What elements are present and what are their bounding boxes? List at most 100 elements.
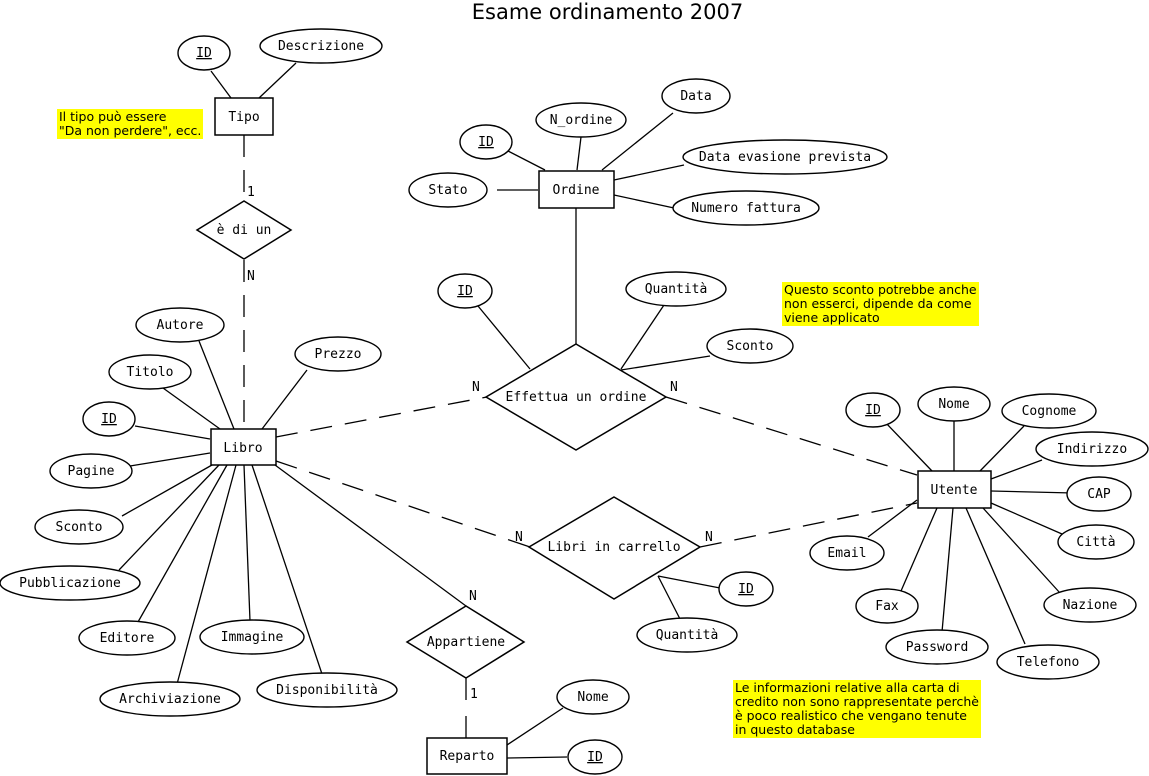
attr-utente-password: Password	[906, 640, 969, 655]
relationship-carrello[interactable]: Libri in carrello	[527, 496, 702, 600]
attr-libro-autore: Autore	[157, 318, 204, 333]
attr-utente-citta: Città	[1076, 535, 1115, 550]
entity-ordine[interactable]: Ordine	[538, 170, 615, 209]
relationship-effettua[interactable]: Effettua un ordine	[484, 343, 668, 451]
attr-utente-id: ID	[865, 403, 881, 418]
attr-libro-disponibilita: Disponibilità	[276, 683, 378, 698]
note-sconto: Questo sconto potrebbe anche non esserci…	[782, 282, 979, 326]
attr-tipo-id: ID	[196, 46, 212, 61]
attr-ordine-stato-shape	[408, 172, 488, 208]
attr-utente-citta-shape	[1057, 524, 1135, 560]
attr-libro-pubblicazione: Pubblicazione	[19, 576, 121, 591]
attr-libro-titolo: Titolo	[127, 365, 174, 380]
attr-libro-prezzo: Prezzo	[315, 347, 362, 362]
relationship-e-di-un[interactable]: è di un	[195, 200, 293, 260]
attr-reparto-nome: Nome	[577, 690, 608, 705]
attr-tipo-descrizione: Descrizione	[278, 39, 364, 54]
entity-tipo-label: Tipo	[228, 110, 259, 125]
note-carta-credito: Le informazioni relative alla carta di c…	[733, 680, 981, 738]
attr-ordine-numero-fattura-shape	[672, 190, 820, 226]
card-appartiene-reparto-one: 1	[470, 687, 478, 702]
attr-utente-indirizzo-shape	[1035, 431, 1149, 467]
attr-utente-cognome-shape	[1001, 393, 1097, 429]
attr-carrello-id-shape	[718, 571, 774, 607]
attr-libro-editore: Editore	[100, 631, 155, 646]
attr-libro-pubblicazione-shape	[0, 565, 141, 601]
attr-ordine-data-evasione-shape	[682, 139, 888, 175]
attr-ordine-n-ordine: N_ordine	[550, 113, 613, 128]
card-carrello-utente-n: N	[705, 530, 713, 545]
attr-effettua-sconto: Sconto	[727, 339, 774, 354]
card-effettua-libro-n: N	[472, 380, 480, 395]
attr-utente-nome-shape	[917, 386, 991, 422]
note-tipo: Il tipo può essere "Da non perdere", ecc…	[57, 109, 204, 139]
attr-libro-disponibilita-shape	[256, 672, 398, 708]
attr-carrello-quantita-shape	[636, 617, 738, 653]
attr-effettua-id: ID	[457, 284, 473, 299]
attr-effettua-quantita: Quantità	[645, 282, 708, 297]
attr-effettua-sconto-shape	[706, 328, 794, 364]
entity-libro-label: Libro	[223, 441, 262, 456]
relationship-appartiene-label: Appartiene	[427, 635, 505, 650]
attr-reparto-nome-shape	[556, 679, 630, 715]
attr-utente-nazione-shape	[1043, 587, 1137, 623]
attr-reparto-id: ID	[587, 750, 603, 765]
attr-libro-id: ID	[101, 412, 117, 427]
relationship-effettua-label: Effettua un ordine	[506, 390, 647, 405]
attr-ordine-id: ID	[478, 135, 494, 150]
attr-carrello-quantita: Quantità	[656, 628, 719, 643]
relationship-e-di-un-label: è di un	[217, 223, 272, 238]
relationship-carrello-label: Libri in carrello	[547, 540, 680, 555]
attr-tipo-descrizione-shape	[259, 28, 383, 64]
card-effettua-utente-n: N	[670, 380, 678, 395]
entity-tipo[interactable]: Tipo	[214, 97, 274, 136]
attr-utente-cognome: Cognome	[1022, 404, 1077, 419]
attr-utente-cap-shape	[1066, 476, 1132, 512]
attr-libro-pagine-shape	[49, 453, 133, 489]
attr-libro-autore-shape	[135, 307, 225, 343]
diagram-title: Esame ordinamento 2007	[471, 0, 744, 24]
attr-utente-fax: Fax	[875, 599, 899, 614]
attr-ordine-data-evasione: Data evasione prevista	[699, 150, 871, 165]
attr-ordine-stato: Stato	[428, 183, 467, 198]
entity-reparto[interactable]: Reparto	[426, 737, 508, 775]
attr-ordine-n-ordine-shape	[535, 102, 627, 138]
attr-utente-fax-shape	[855, 588, 919, 624]
attr-utente-telefono: Telefono	[1017, 655, 1080, 670]
attr-libro-titolo-shape	[108, 354, 192, 390]
entity-utente-label: Utente	[931, 483, 978, 498]
attr-effettua-id-shape	[437, 273, 493, 309]
entity-ordine-label: Ordine	[553, 183, 600, 198]
attr-libro-archiviazione-shape	[99, 681, 241, 717]
attr-libro-editore-shape	[78, 620, 176, 656]
entity-reparto-label: Reparto	[440, 749, 495, 764]
attr-libro-sconto: Sconto	[56, 520, 103, 535]
relationship-appartiene[interactable]: Appartiene	[405, 605, 526, 679]
attr-libro-archiviazione: Archiviazione	[119, 692, 221, 707]
attr-carrello-id: ID	[738, 582, 754, 597]
attr-libro-prezzo-shape	[294, 336, 382, 372]
attr-utente-nome: Nome	[938, 397, 969, 412]
attr-libro-immagine: Immagine	[221, 630, 284, 645]
entity-libro[interactable]: Libro	[210, 428, 277, 466]
card-tipo-one: 1	[247, 185, 255, 200]
attr-utente-indirizzo: Indirizzo	[1057, 442, 1127, 457]
attr-utente-nazione: Nazione	[1063, 598, 1118, 613]
attr-utente-email-shape	[809, 535, 885, 571]
attr-ordine-data: Data	[680, 89, 711, 104]
attr-tipo-id-shape	[177, 35, 231, 71]
attr-effettua-quantita-shape	[625, 271, 727, 307]
attr-ordine-id-shape	[459, 124, 513, 160]
attr-utente-id-shape	[845, 392, 901, 428]
attr-libro-pagine: Pagine	[68, 464, 115, 479]
attr-utente-email: Email	[827, 546, 866, 561]
attr-utente-cap: CAP	[1087, 487, 1111, 502]
attr-utente-password-shape	[885, 629, 989, 665]
attr-libro-sconto-shape	[34, 509, 124, 545]
card-libro-n: N	[247, 269, 255, 284]
attr-utente-telefono-shape	[996, 644, 1100, 680]
attr-ordine-data-shape	[661, 78, 731, 114]
card-carrello-libro-n: N	[515, 530, 523, 545]
card-appartiene-libro-n: N	[469, 589, 477, 604]
entity-utente[interactable]: Utente	[917, 470, 992, 509]
